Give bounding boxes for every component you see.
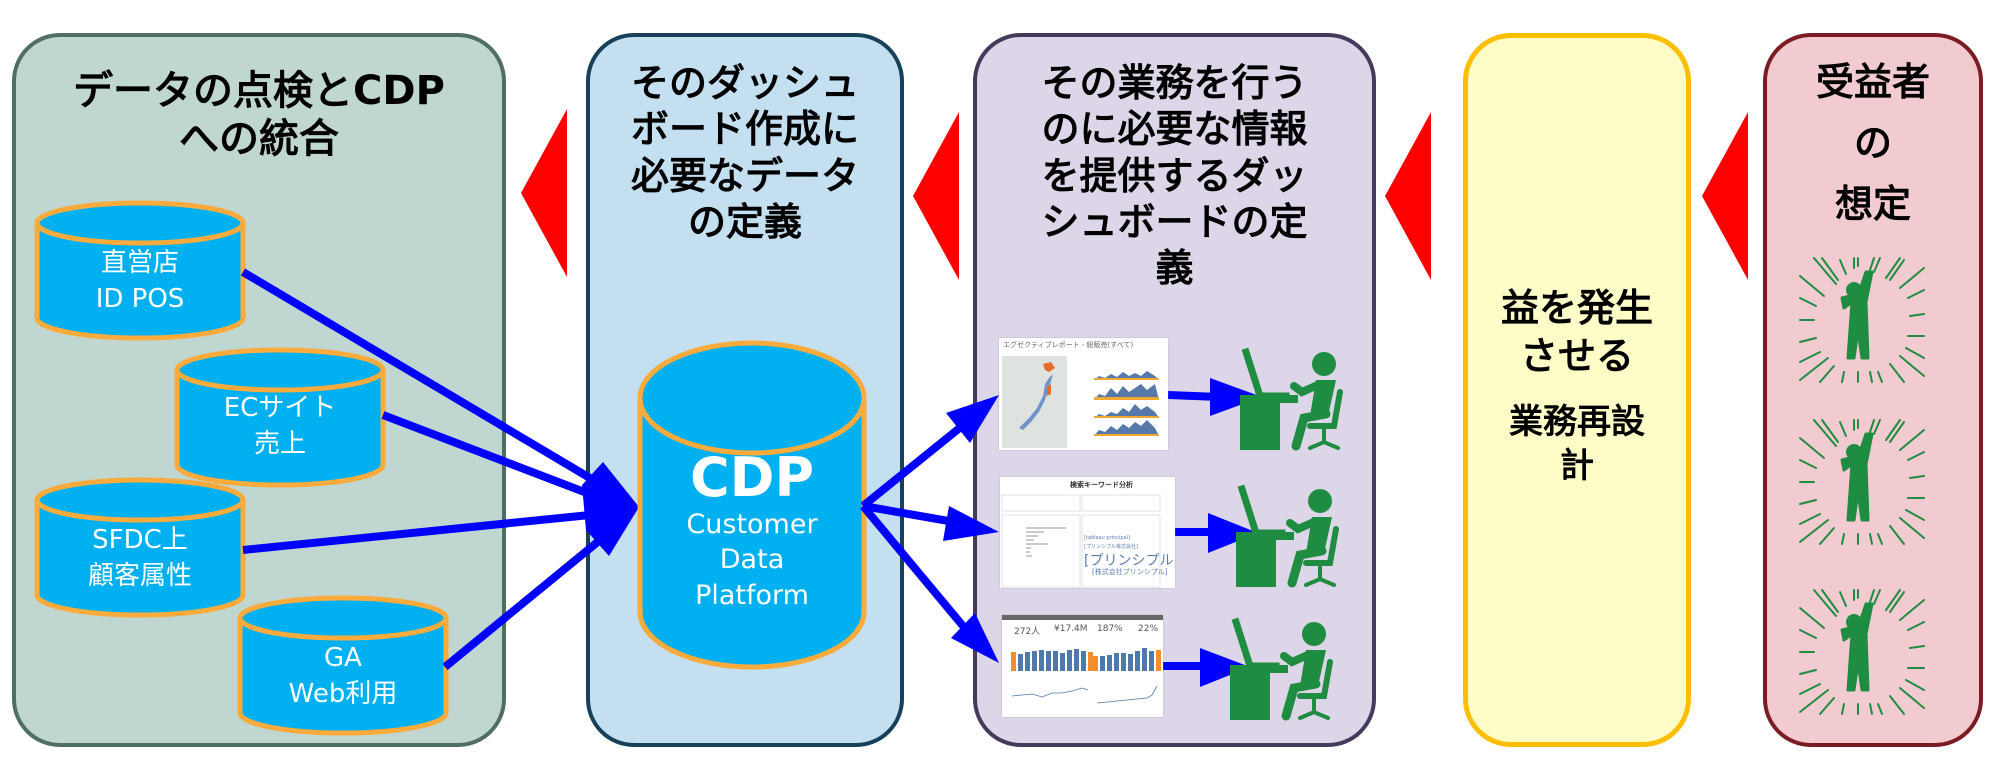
cdp-subtitle-line: Platform <box>695 579 809 611</box>
stage-business-redesign-panel <box>1463 33 1691 747</box>
data-arrowhead-icon <box>582 462 639 556</box>
cheering-person-icon <box>1798 256 1926 384</box>
title-line: 想定 <box>1834 181 1911 226</box>
source-line: 直営店 <box>100 248 179 278</box>
flow-arrow-icon <box>1702 112 1748 280</box>
dashboard-header-bar <box>1002 615 1163 620</box>
word-cloud-term: [プリンシプル株式会社] <box>1084 544 1138 550</box>
title-line: させる <box>1519 333 1634 378</box>
title-line: の <box>1853 120 1892 165</box>
flow-arrow-icon <box>913 112 959 280</box>
stage-beneficiary-panel <box>1763 33 1983 747</box>
data-flow-lines <box>240 268 603 671</box>
source-line: GA <box>324 643 362 673</box>
cheering-person-icon <box>1798 588 1926 716</box>
cheering-person-icon <box>1798 418 1926 546</box>
source-line: 売上 <box>253 429 306 460</box>
kpi-value: 272人 <box>1014 627 1041 637</box>
title-line: 必要なデータ <box>630 153 859 198</box>
title-line: そのダッシュ <box>630 61 859 105</box>
flow-arrow-icon <box>521 109 567 277</box>
source-label-ec: ECサイト 売上 <box>177 390 383 463</box>
title-line: 受益者 <box>1815 60 1930 104</box>
cdp-label: CDP Customer Data Platform <box>640 448 864 613</box>
stage-beneficiary-title: 受益者 の 想定 <box>1763 52 1983 234</box>
data-arrowhead-icon <box>1208 513 1258 553</box>
source-line: Web利用 <box>288 679 398 710</box>
title-line: への統合 <box>179 116 339 162</box>
data-arrowhead-icon <box>946 395 999 443</box>
title-line: 益を発生 <box>1500 286 1653 330</box>
executive-charts <box>1002 356 1159 448</box>
stage-dashboard-definition-title: その業務を行う のに必要な情報 を提供するダッ シュボードの定 義 <box>973 60 1376 292</box>
dashboard-title: 検索キーワード分析 <box>1070 481 1133 489</box>
title-line: シュボードの定 <box>1041 200 1308 245</box>
dashboard-thumbnail-kpi: 272人 ¥17.4M 187% 22% <box>1002 615 1163 717</box>
title-line: を提供するダッ <box>1041 153 1308 198</box>
title-line: ボード作成に <box>630 107 859 152</box>
word-cloud-term: [tableau principal] <box>1084 535 1130 541</box>
kpi-value: 187% <box>1097 624 1123 634</box>
title-line: データの点検とCDP <box>73 68 445 114</box>
data-arrowhead-icon <box>1210 378 1262 416</box>
source-label-pos: 直営店 ID POS <box>37 245 243 318</box>
kpi-charts <box>1011 648 1161 704</box>
kpi-value: 22% <box>1138 624 1159 634</box>
source-label-sfdc: SFDC上 顧客属性 <box>37 522 243 595</box>
stage-business-redesign-subtitle: 業務再設 計 <box>1463 400 1691 488</box>
dashboard-flow-lines <box>859 414 975 635</box>
dashboard-thumbnail-keywords: 検索キーワード分析 [tableau principal] [プリンシプル株式会… <box>1000 477 1175 588</box>
keyword-bars <box>1001 494 1161 588</box>
source-line: SFDC上 <box>92 525 188 555</box>
title-line: の定義 <box>687 200 802 245</box>
cdp-database-icon <box>637 340 867 670</box>
office-worker-icon <box>1240 352 1340 450</box>
data-arrowhead-icon <box>1200 648 1250 687</box>
title-line: その業務を行う <box>1041 61 1308 105</box>
data-arrowhead-icon <box>951 613 999 663</box>
dashboard-thumbnail-executive: エグゼクティブレポート - 総販売(すべて) <box>999 338 1168 450</box>
cdp-title: CDP <box>689 446 815 509</box>
stage-business-redesign-title: 益を発生 させる <box>1463 285 1691 380</box>
flow-arrow-icon <box>1385 112 1431 280</box>
cdp-subtitle-line: Data <box>719 544 785 576</box>
title-line: 計 <box>1560 446 1594 487</box>
dashboard-title: エグゼクティブレポート - 総販売(すべて) <box>1003 341 1134 349</box>
title-line: 業務再設 <box>1509 402 1645 442</box>
stage-integration-title: データの点検とCDP への統合 <box>12 67 506 163</box>
source-line: ID POS <box>95 284 185 315</box>
source-line: 顧客属性 <box>87 561 192 592</box>
cdp-subtitle-line: Customer <box>686 509 818 541</box>
title-line: のに必要な情報 <box>1041 107 1308 152</box>
word-cloud-term: [株式会社プリンシプル] <box>1092 568 1168 576</box>
title-line: 義 <box>1155 246 1194 291</box>
word-cloud-term: [プリンシプル] <box>1084 553 1175 569</box>
stage-data-definition-title: そのダッシュ ボード作成に 必要なデータ の定義 <box>586 60 904 245</box>
source-line: ECサイト <box>223 393 337 423</box>
data-arrowhead-icon <box>943 506 999 541</box>
office-worker-icon <box>1236 489 1336 587</box>
office-worker-icon <box>1230 622 1330 720</box>
kpi-value: ¥17.4M <box>1054 624 1088 634</box>
source-label-ga: GA Web利用 <box>240 640 446 713</box>
